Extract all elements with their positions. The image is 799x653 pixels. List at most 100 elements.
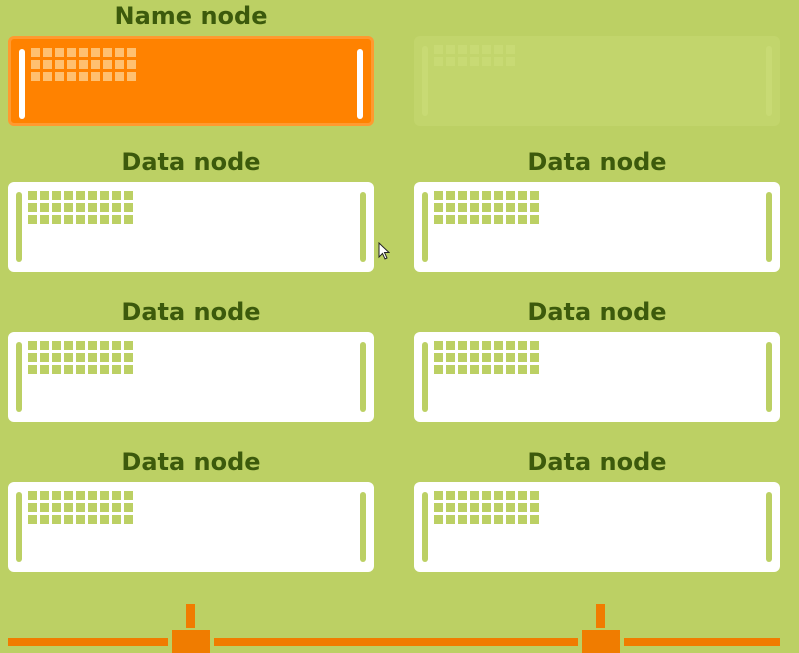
mouse-cursor-icon [378, 242, 390, 260]
vent-cell [100, 365, 109, 374]
data-node-label: Data node [527, 448, 667, 476]
vent-cell [124, 191, 133, 200]
vent-cell [64, 365, 73, 374]
rack-handle-left [19, 49, 25, 119]
vent-cell [470, 365, 479, 374]
vent-cell [482, 191, 491, 200]
network-switch [582, 630, 620, 653]
vent-cell [64, 515, 73, 524]
vent-cell [518, 191, 527, 200]
vent-cell [40, 353, 49, 362]
vent-cell [458, 57, 467, 66]
vent-cell [482, 341, 491, 350]
vent-cell [88, 491, 97, 500]
vent-cell [518, 353, 527, 362]
vent-cell [124, 341, 133, 350]
data-node-label: Data node [121, 298, 261, 326]
vent-cell [482, 353, 491, 362]
vent-cell [124, 365, 133, 374]
vent-cell [28, 203, 37, 212]
vent-cell [112, 215, 121, 224]
vent-cell [112, 365, 121, 374]
name-node-server [8, 36, 374, 126]
rack-handle-left [422, 342, 428, 412]
vent-cell [76, 203, 85, 212]
vent-cell [88, 353, 97, 362]
vent-cell [127, 48, 136, 57]
vent-cell [446, 215, 455, 224]
vent-cell [52, 341, 61, 350]
vent-cell [55, 48, 64, 57]
vent-cell [494, 365, 503, 374]
vent-cell [28, 353, 37, 362]
vent-cell [506, 45, 515, 54]
vent-grid [434, 341, 539, 374]
vent-cell [530, 203, 539, 212]
vent-cell [458, 515, 467, 524]
vent-cell [494, 353, 503, 362]
vent-cell [127, 72, 136, 81]
vent-cell [115, 72, 124, 81]
vent-cell [482, 203, 491, 212]
vent-cell [40, 365, 49, 374]
vent-cell [494, 45, 503, 54]
vent-cell [103, 60, 112, 69]
vent-cell [52, 191, 61, 200]
vent-cell [88, 503, 97, 512]
vent-cell [40, 191, 49, 200]
vent-cell [100, 203, 109, 212]
vent-cell [482, 491, 491, 500]
vent-grid [28, 191, 133, 224]
vent-cell [506, 503, 515, 512]
vent-cell [530, 503, 539, 512]
vent-cell [494, 491, 503, 500]
rack-handle-right [766, 492, 772, 562]
vent-cell [482, 515, 491, 524]
vent-cell [31, 60, 40, 69]
standby-node-server [414, 36, 780, 126]
vent-grid [31, 48, 136, 81]
vent-cell [434, 215, 443, 224]
vent-cell [64, 503, 73, 512]
network-switch-uplink [596, 604, 605, 628]
vent-cell [52, 365, 61, 374]
rack-handle-left [422, 46, 428, 116]
vent-cell [506, 57, 515, 66]
vent-cell [40, 515, 49, 524]
vent-cell [434, 203, 443, 212]
vent-cell [530, 365, 539, 374]
data-node-label: Data node [527, 298, 667, 326]
rack-handle-right [360, 342, 366, 412]
vent-cell [446, 341, 455, 350]
vent-cell [494, 191, 503, 200]
vent-grid [434, 45, 515, 66]
rack-handle-left [422, 192, 428, 262]
network-line [624, 638, 780, 646]
rack-handle-right [360, 192, 366, 262]
vent-cell [31, 48, 40, 57]
vent-cell [506, 353, 515, 362]
vent-cell [446, 191, 455, 200]
vent-cell [28, 191, 37, 200]
data-node-server [8, 182, 374, 272]
vent-cell [494, 57, 503, 66]
vent-cell [494, 341, 503, 350]
network-line [214, 638, 578, 646]
vent-cell [76, 191, 85, 200]
vent-cell [446, 57, 455, 66]
vent-cell [76, 341, 85, 350]
vent-cell [530, 515, 539, 524]
vent-cell [40, 203, 49, 212]
vent-cell [518, 203, 527, 212]
vent-cell [494, 503, 503, 512]
vent-cell [100, 515, 109, 524]
vent-cell [112, 203, 121, 212]
rack-handle-right [360, 492, 366, 562]
vent-cell [434, 353, 443, 362]
vent-cell [470, 45, 479, 54]
vent-cell [470, 341, 479, 350]
vent-cell [458, 365, 467, 374]
data-node-server [414, 482, 780, 572]
network-switch-uplink [186, 604, 195, 628]
vent-cell [446, 515, 455, 524]
